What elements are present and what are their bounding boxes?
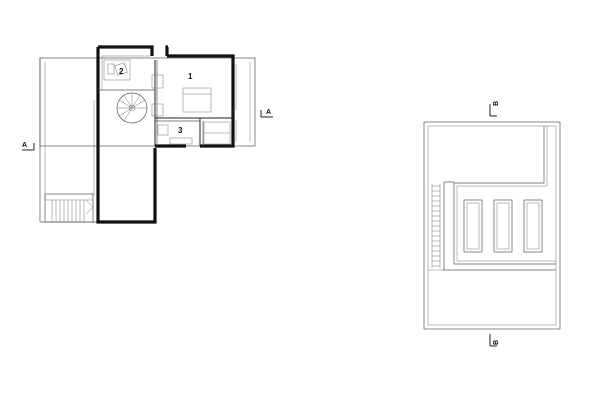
bed-furniture (182, 87, 212, 113)
skylight-1 (463, 199, 483, 253)
lower-stair (44, 193, 94, 223)
roof-stair-hatch (431, 184, 441, 268)
roof-plan: B B (423, 101, 561, 347)
svg-text:A: A (22, 142, 27, 149)
svg-text:A: A (266, 109, 271, 116)
roof-outer-outline (423, 121, 561, 330)
skylight-2 (493, 199, 513, 253)
roof-inner-ridge (453, 126, 556, 265)
section-marker-a-right: A (260, 109, 273, 118)
section-marker-b-bottom: B (489, 334, 500, 347)
chairs (151, 74, 164, 117)
spiral-stair (116, 92, 148, 124)
desk-furniture (103, 59, 131, 81)
room-label-2: 2 (119, 67, 124, 76)
section-marker-b-top: B (489, 101, 500, 117)
bathroom-fixtures (157, 121, 231, 145)
svg-text:B: B (493, 340, 500, 345)
room-label-3: 3 (178, 126, 183, 135)
svg-text:B: B (493, 101, 500, 106)
skylight-3 (523, 199, 543, 253)
building-walls (96, 45, 235, 224)
room-label-1: 1 (188, 72, 193, 81)
floor-plan: 1 2 3 A A (22, 45, 273, 224)
interior-partitions (93, 55, 237, 195)
section-marker-a-left: A (22, 142, 35, 151)
